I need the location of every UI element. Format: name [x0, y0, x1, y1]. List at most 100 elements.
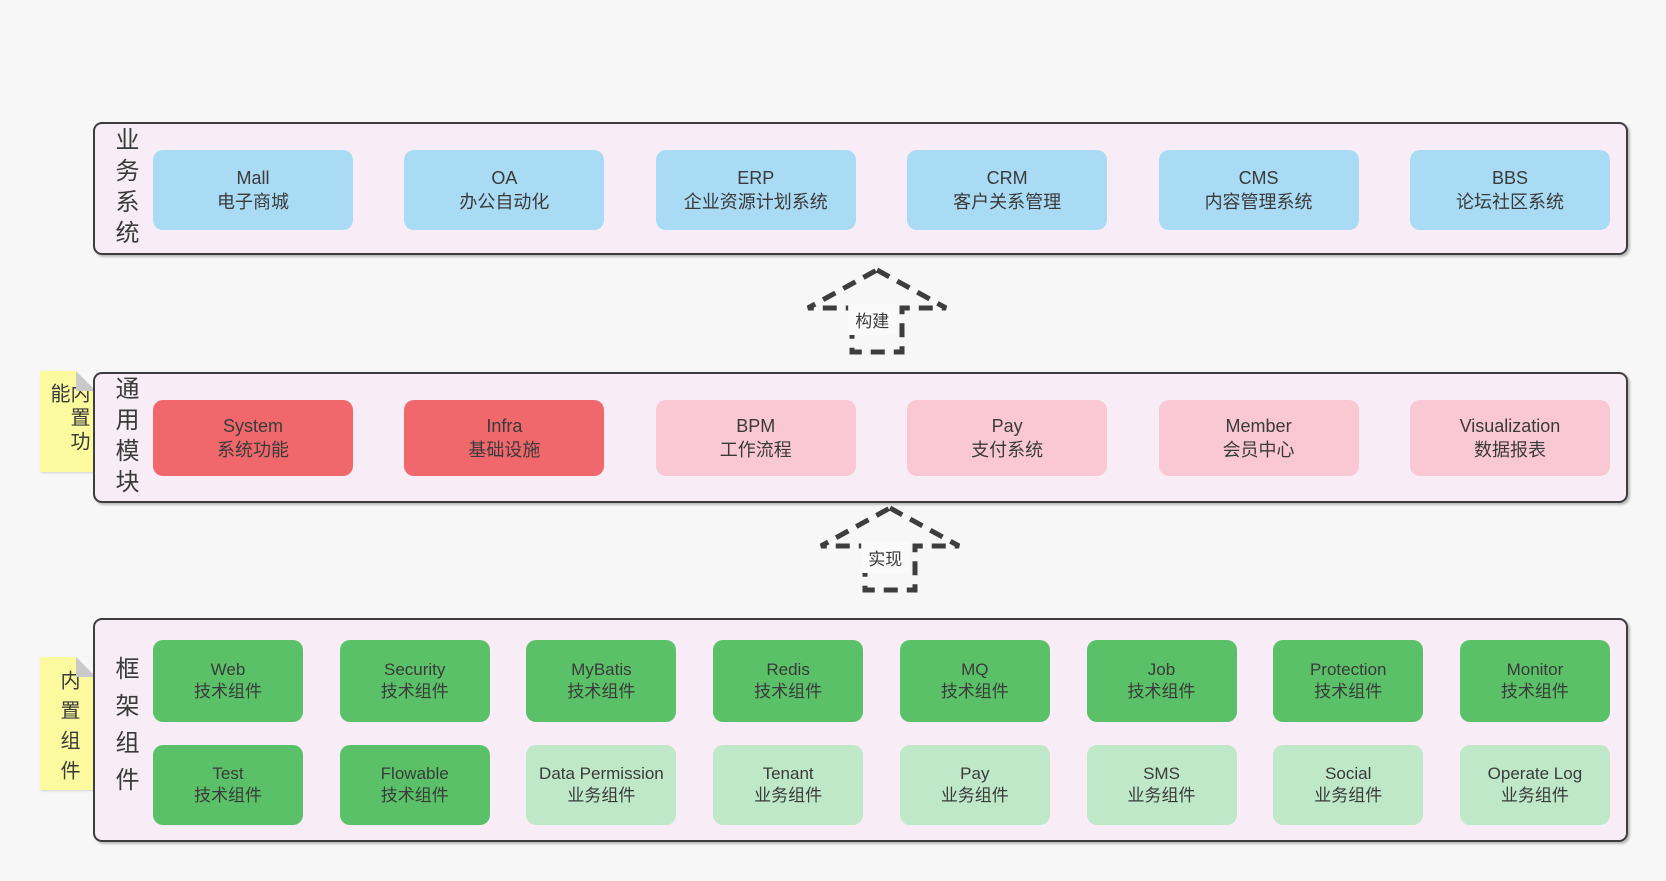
box-title: Data Permission: [539, 763, 664, 783]
box-title: Pay: [960, 763, 990, 783]
box-erp: ERP 企业资源计划系统: [655, 150, 856, 230]
box-security: Security 技术组件: [339, 640, 490, 722]
box-title: Member: [1225, 415, 1292, 436]
box-title: Protection: [1309, 659, 1387, 679]
box-subtitle: 技术组件: [940, 682, 1009, 701]
layer-label-common-modules: 通用模块: [111, 375, 138, 500]
box-subtitle: 技术组件: [754, 682, 823, 701]
box-title: Mall: [236, 167, 270, 188]
box-subtitle: 工作流程: [719, 440, 792, 460]
common-modules-layer: 通用模块 System 系统功能 Infra 基础设施 BPM 工作流程 Pay…: [93, 372, 1628, 503]
note-text: 内置组件: [57, 669, 79, 790]
box-title: Test: [212, 763, 244, 783]
box-subtitle: 业务组件: [567, 786, 636, 805]
box-title: MQ: [961, 659, 989, 679]
box-subtitle: 业务组件: [754, 786, 823, 805]
box-title: MyBatis: [571, 659, 632, 679]
box-subtitle: 客户关系管理: [953, 192, 1062, 212]
box-title: Redis: [766, 659, 810, 679]
box-subtitle: 技术组件: [194, 786, 262, 805]
box-subtitle: 技术组件: [380, 682, 449, 701]
box-title: Security: [383, 659, 446, 679]
layer-label-framework-components: 框架组件: [111, 656, 138, 804]
box-subtitle: 基础设施: [468, 440, 541, 460]
box-title: Job: [1147, 659, 1176, 679]
note-text: 内置功能: [47, 383, 89, 455]
box-title: Operate Log: [1487, 763, 1583, 783]
box-redis: Redis 技术组件: [713, 640, 864, 722]
business-systems-layer: 业务系统 Mall 电子商城 OA 办公自动化 ERP 企业资源计划系统 CRM…: [93, 122, 1628, 255]
box-social: Social 业务组件: [1273, 745, 1424, 825]
box-pay-component: Pay 业务组件: [899, 745, 1050, 825]
box-subtitle: 企业资源计划系统: [683, 192, 828, 212]
box-pay-module: Pay 支付系统: [907, 400, 1108, 476]
framework-components-row-2: Test 技术组件 Flowable 技术组件 Data Permission …: [153, 745, 1610, 825]
framework-components-row-1: Web 技术组件 Security 技术组件 MyBatis 技术组件 Redi…: [153, 640, 1610, 722]
common-modules-row: System 系统功能 Infra 基础设施 BPM 工作流程 Pay 支付系统…: [153, 400, 1610, 476]
box-title: Visualization: [1459, 415, 1561, 436]
box-title: CMS: [1238, 167, 1279, 188]
box-subtitle: 会员中心: [1222, 440, 1295, 460]
box-title: BPM: [736, 415, 776, 436]
box-mall: Mall 电子商城: [153, 150, 353, 230]
box-title: Pay: [991, 415, 1023, 436]
box-title: System: [222, 415, 283, 436]
box-sms: SMS 业务组件: [1086, 745, 1237, 825]
build-arrow-label: 构建: [848, 304, 897, 335]
box-subtitle: 技术组件: [194, 682, 262, 701]
box-job: Job 技术组件: [1086, 640, 1237, 722]
box-title: Tenant: [762, 763, 814, 783]
built-in-components-note: 内置组件: [40, 657, 96, 790]
build-arrow: 构建: [802, 264, 952, 356]
box-visualization: Visualization 数据报表: [1409, 400, 1610, 476]
box-subtitle: 业务组件: [940, 786, 1009, 805]
box-title: CRM: [986, 167, 1028, 188]
box-cms: CMS 内容管理系统: [1158, 150, 1359, 230]
box-subtitle: 技术组件: [567, 682, 636, 701]
box-subtitle: 数据报表: [1473, 440, 1546, 460]
business-systems-row: Mall 电子商城 OA 办公自动化 ERP 企业资源计划系统 CRM 客户关系…: [153, 150, 1610, 230]
box-operate-log: Operate Log 业务组件: [1459, 745, 1610, 825]
box-bbs: BBS 论坛社区系统: [1409, 150, 1610, 230]
box-subtitle: 支付系统: [971, 440, 1044, 460]
box-subtitle: 论坛社区系统: [1455, 192, 1564, 212]
box-subtitle: 系统功能: [217, 440, 289, 460]
box-subtitle: 内容管理系统: [1204, 192, 1313, 212]
layer-label-business-systems: 业务系统: [111, 126, 138, 251]
box-mybatis: MyBatis 技术组件: [526, 640, 677, 722]
box-infra: Infra 基础设施: [404, 400, 605, 476]
box-tenant: Tenant 业务组件: [713, 745, 864, 825]
implement-arrow-label: 实现: [861, 542, 910, 573]
box-title: ERP: [737, 167, 775, 188]
box-subtitle: 业务组件: [1500, 786, 1569, 805]
box-subtitle: 办公自动化: [459, 192, 550, 212]
box-web: Web 技术组件: [153, 640, 303, 722]
box-flowable: Flowable 技术组件: [339, 745, 490, 825]
box-title: Web: [210, 659, 246, 679]
box-mq: MQ 技术组件: [899, 640, 1050, 722]
box-title: BBS: [1491, 167, 1528, 188]
box-bpm: BPM 工作流程: [655, 400, 856, 476]
box-subtitle: 技术组件: [1500, 682, 1569, 701]
up-arrow-icon: [819, 505, 961, 593]
box-title: SMS: [1143, 763, 1180, 783]
box-crm: CRM 客户关系管理: [907, 150, 1108, 230]
box-subtitle: 技术组件: [1314, 682, 1383, 701]
box-title: Social: [1325, 763, 1372, 783]
up-arrow-icon: [806, 267, 948, 355]
box-subtitle: 技术组件: [1127, 682, 1196, 701]
box-title: Infra: [486, 415, 523, 436]
box-data-permission: Data Permission 业务组件: [526, 745, 677, 825]
box-protection: Protection 技术组件: [1273, 640, 1424, 722]
implement-arrow: 实现: [815, 502, 965, 594]
box-oa: OA 办公自动化: [404, 150, 605, 230]
box-test: Test 技术组件: [153, 745, 303, 825]
box-title: OA: [491, 167, 518, 188]
box-subtitle: 技术组件: [380, 786, 449, 805]
box-monitor: Monitor 技术组件: [1459, 640, 1610, 722]
box-title: Monitor: [1506, 659, 1564, 679]
box-subtitle: 业务组件: [1127, 786, 1196, 805]
box-system: System 系统功能: [153, 400, 353, 476]
box-subtitle: 电子商城: [217, 192, 289, 212]
box-title: Flowable: [380, 763, 449, 783]
